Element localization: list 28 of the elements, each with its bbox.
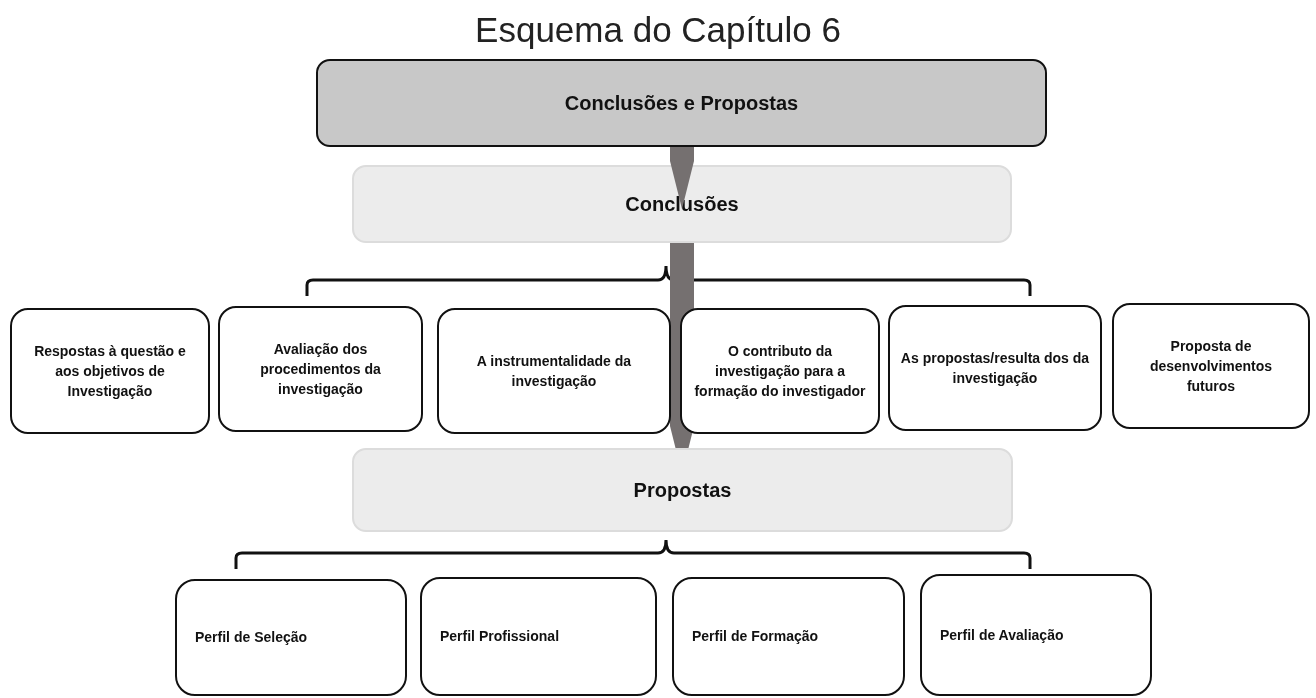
node-text: Perfil de Seleção	[195, 628, 308, 648]
heading-box	[316, 59, 1047, 147]
node-text: Perfil de Avaliação	[940, 625, 1064, 645]
node-text: Proposta de desenvolvimentos futuros	[1148, 336, 1274, 397]
topic-box	[672, 577, 905, 696]
heading-box	[352, 165, 1012, 243]
node-text: As propostas/resulta dos da investigação	[900, 348, 1090, 388]
node-text: O contributo da investigação para a formação do investigador	[693, 341, 867, 402]
node-text: Avaliação dos procedimentos da investigação	[259, 339, 382, 400]
topic-box	[420, 577, 657, 696]
topic-box	[437, 308, 671, 434]
topic-box	[218, 306, 423, 432]
diagram-title: Esquema do Capítulo 6	[475, 10, 841, 50]
node-text: Respostas à questão e aos objetivos de Investigação	[33, 341, 187, 402]
heading-box	[352, 448, 1013, 532]
topic-box	[175, 579, 407, 696]
node-text: Perfil Profissional	[440, 627, 560, 647]
node-text: Perfil de Formação	[692, 627, 819, 647]
node-text: A instrumentalidade da investigação	[475, 351, 633, 391]
topic-box	[920, 574, 1152, 696]
topic-box	[1112, 303, 1310, 429]
topic-box	[10, 308, 210, 434]
node-text: Propostas	[633, 478, 732, 502]
node-text: Conclusões	[625, 192, 739, 216]
node-text: Conclusões e Propostas	[564, 91, 799, 115]
topic-box	[680, 308, 880, 434]
arrow	[670, 147, 694, 209]
topic-box	[888, 305, 1102, 431]
